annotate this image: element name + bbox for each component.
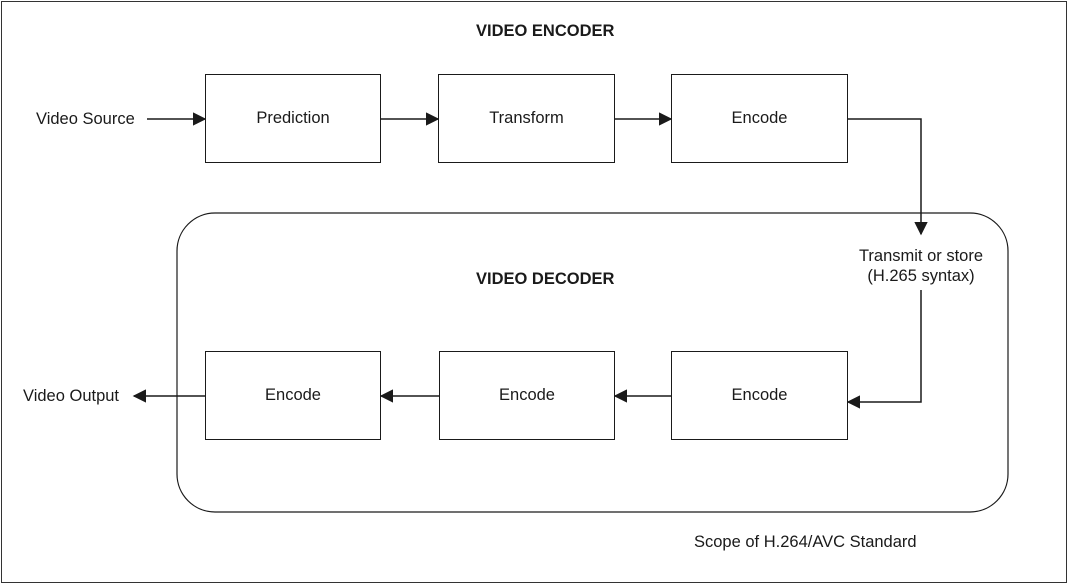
decoder-block-2: Encode (439, 351, 615, 440)
decoder-scope-container (176, 212, 1009, 513)
video-source-label: Video Source (36, 110, 135, 128)
video-output-label: Video Output (23, 387, 120, 405)
decoder-block-3: Encode (671, 351, 848, 440)
transform-block: Transform (438, 74, 615, 163)
scope-label: Scope of H.264/AVC Standard (694, 533, 917, 551)
arrow-channel-to-decoder (846, 290, 922, 409)
arrow-encode-to-channel (847, 118, 928, 236)
prediction-block: Prediction (205, 74, 381, 163)
decoder-block-1: Encode (205, 351, 381, 440)
encode-block: Encode (671, 74, 848, 163)
encoder-title: VIDEO ENCODER (476, 22, 615, 40)
decoder-title: VIDEO DECODER (476, 270, 615, 288)
channel-label-line1: Transmit or store (858, 247, 984, 265)
channel-label-line2: (H.265 syntax) (867, 267, 975, 285)
